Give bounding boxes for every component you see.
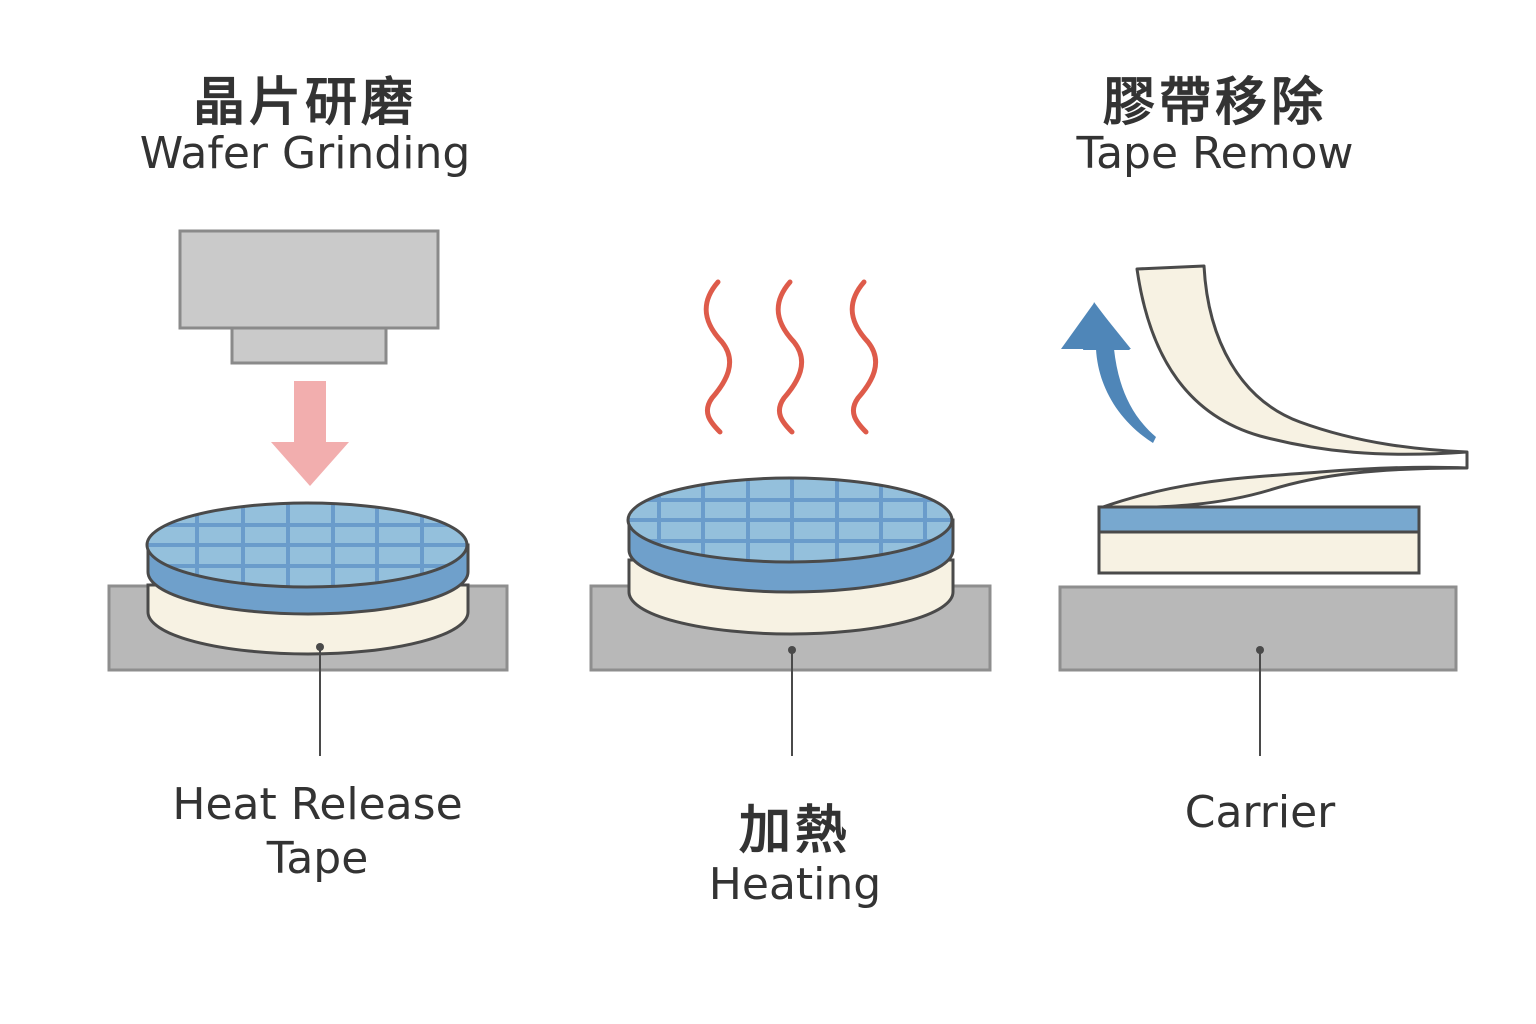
peeling-tape [1098, 264, 1469, 510]
carrier-label: Carrier [1184, 787, 1336, 838]
carrier-callout-leader [1256, 646, 1264, 756]
heat-release-tape-label-line1: Heat Release [172, 779, 463, 830]
step3-illustration [1058, 264, 1469, 756]
step1-illustration [107, 229, 509, 756]
step3-title-zh: 膠帶移除 [1102, 73, 1327, 133]
curved-arrow-up-icon [1061, 302, 1156, 443]
grinder-head [178, 229, 440, 365]
heat-wave-icon [703, 279, 879, 435]
heating-label-en: Heating [708, 859, 882, 910]
step2-illustration [589, 279, 992, 756]
tape-callout-leader [316, 643, 324, 756]
carrier-base [1058, 585, 1458, 672]
wafer-on-tape [1097, 505, 1421, 575]
heating-label-zh: 加熱 [738, 801, 851, 861]
wafer-stack [626, 476, 955, 636]
heat-release-tape-label-line2: Tape [266, 833, 369, 884]
heating-callout-leader [788, 646, 796, 756]
arrow-down-icon [271, 381, 349, 486]
step1-title-zh: 晶片研磨 [192, 73, 417, 133]
step1-title-en: Wafer Grinding [139, 128, 471, 179]
step3-title-en: Tape Remow [1076, 128, 1354, 179]
wafer-stack [145, 501, 470, 656]
